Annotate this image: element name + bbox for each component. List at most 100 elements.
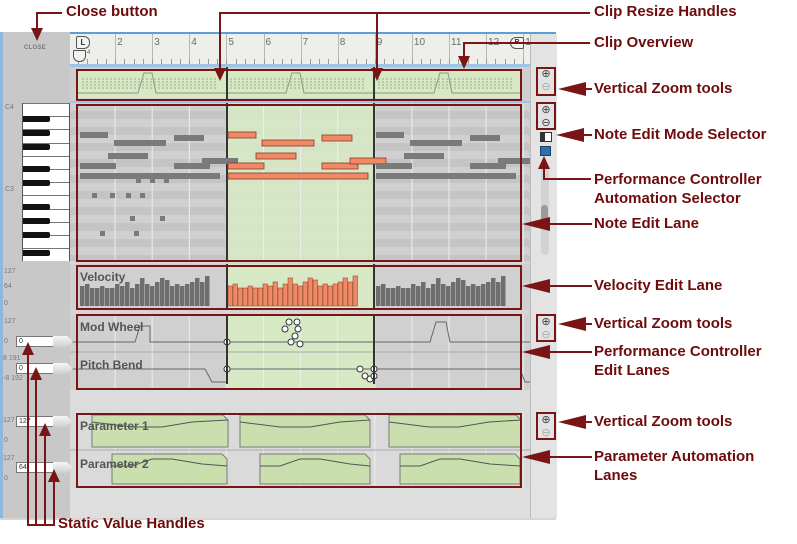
overview-zoom-out-icon[interactable]: ⊖: [541, 81, 551, 93]
black-key[interactable]: [23, 130, 50, 136]
velocity-bar: [317, 285, 323, 307]
note-edit-mode-selector-icon[interactable]: [540, 132, 552, 142]
velocity-bar: [406, 288, 411, 306]
velocity-bar: [262, 283, 268, 307]
note: [376, 173, 516, 179]
overview-curve: [78, 72, 226, 94]
white-key-divider: [23, 103, 69, 104]
black-key[interactable]: [23, 204, 50, 210]
mod-wheel-static-value-handle[interactable]: 0: [16, 336, 54, 347]
note: [470, 135, 500, 141]
velocity-bars[interactable]: [70, 264, 530, 310]
velocity-bar: [352, 275, 358, 307]
callout-perf-ctrl-automation-line1: Performance Controller: [594, 171, 762, 188]
c4-label: C4: [5, 104, 14, 111]
parameter-1-curve: [388, 419, 522, 428]
black-key[interactable]: [23, 144, 50, 150]
note-grid[interactable]: [70, 103, 530, 261]
ruler-tick: [96, 59, 98, 64]
velocity-bar: [110, 288, 115, 306]
note: [80, 173, 220, 179]
ruler-tick: [282, 59, 284, 64]
ruler-tick: [133, 59, 135, 64]
note: [202, 158, 238, 164]
controller-curves[interactable]: [70, 314, 530, 390]
note-zoom-out-icon[interactable]: ⊖: [541, 117, 551, 129]
parameter-1-clip: [388, 414, 522, 448]
ruler-tick: [207, 59, 209, 64]
velocity-bar: [140, 278, 145, 306]
black-key[interactable]: [23, 218, 50, 224]
velocity-bar: [247, 285, 253, 307]
velocity-bar: [95, 288, 100, 306]
ruler-tick: [513, 59, 515, 64]
parameter-2-scale-bottom: 0: [4, 475, 8, 482]
parameter-2-scale-top: 127: [3, 455, 15, 462]
automation-point: [281, 325, 289, 333]
velocity-bar: [170, 286, 175, 306]
velocity-bar: [145, 284, 150, 306]
note: [174, 163, 210, 169]
automation-point: [287, 338, 295, 346]
ruler-tick: [421, 59, 423, 64]
left-locator-icon[interactable]: L: [76, 36, 90, 49]
scrollbar-thumb[interactable]: [541, 205, 548, 223]
ruler[interactable]: 2345678910111213: [70, 34, 536, 67]
callout-param-automation-line2: Lanes: [594, 467, 638, 484]
velocity-bar: [292, 283, 298, 307]
velocity-bar: [451, 282, 456, 306]
performance-controller-automation-selector-icon[interactable]: [540, 146, 551, 156]
white-key-divider: [23, 155, 69, 157]
parameter-zoom-out-icon[interactable]: ⊖: [541, 427, 551, 439]
close-button[interactable]: CLOSE: [23, 45, 47, 51]
ruler-bar-line: [411, 34, 413, 64]
ruler-bar-number: 10: [413, 37, 426, 48]
ruler-tick: [272, 59, 274, 64]
velocity-bar: [155, 282, 160, 306]
ruler-tick: [152, 59, 154, 64]
callout-close-button: Close button: [66, 3, 158, 20]
note: [376, 132, 404, 138]
piano-keyboard[interactable]: [22, 103, 70, 261]
velocity-bar: [307, 277, 313, 307]
ruler-bar-line: [449, 34, 450, 64]
ruler-tick: [170, 59, 172, 64]
black-key[interactable]: [23, 250, 50, 256]
ruler-bar-line: [189, 34, 191, 64]
overview-zoom-in-icon[interactable]: ⊕: [541, 68, 551, 80]
velocity-bar: [386, 288, 391, 306]
automation-point: [296, 340, 304, 348]
black-key[interactable]: [23, 166, 50, 172]
callout-param-automation-line1: Parameter Automation: [594, 448, 755, 465]
black-key[interactable]: [23, 232, 50, 238]
black-key[interactable]: [23, 116, 50, 122]
velocity-bar: [297, 285, 303, 307]
ruler-bar-line: [152, 34, 154, 64]
ruler-tick: [486, 59, 488, 64]
note: [321, 134, 353, 142]
parameter-2-curve: [400, 458, 521, 467]
velocity-bar: [471, 284, 476, 306]
song-position-marker-icon[interactable]: [73, 50, 86, 62]
controller-zoom-in-icon[interactable]: ⊕: [541, 316, 551, 328]
velocity-bar: [381, 284, 386, 306]
bottom-empty-area: [70, 488, 530, 518]
ruler-bar-number: 6: [265, 37, 272, 48]
callout-clip-overview: Clip Overview: [594, 34, 694, 51]
velocity-bar: [165, 280, 170, 306]
controller-zoom-out-icon[interactable]: ⊖: [541, 329, 551, 341]
black-key[interactable]: [23, 180, 50, 186]
ruler-tick: [430, 59, 432, 64]
parameter-zoom-in-icon[interactable]: ⊕: [541, 414, 551, 426]
note: [227, 172, 369, 180]
velocity-bar: [426, 288, 431, 306]
callout-vertical-zoom-1: Vertical Zoom tools: [594, 80, 733, 97]
ruler-tick: [495, 59, 497, 64]
note-zoom-in-icon[interactable]: ⊕: [541, 104, 551, 116]
mod-wheel-curve: [70, 321, 530, 343]
pitch-bend-curve: [70, 368, 530, 383]
automation-point: [291, 332, 299, 340]
clip-overview[interactable]: [70, 67, 530, 101]
velocity-bar: [461, 280, 466, 306]
right-tool-strip: [530, 34, 557, 518]
